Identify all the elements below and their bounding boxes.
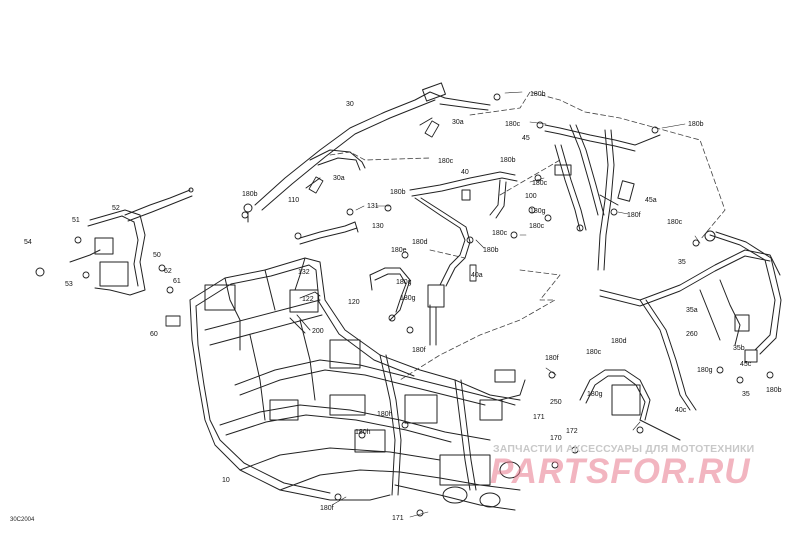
callout-40c: 40c <box>675 407 687 414</box>
callout-180e: 180e <box>391 247 407 254</box>
callout-180b: 180b <box>530 91 546 98</box>
callout-60: 60 <box>150 331 158 338</box>
callout-180a: 180c <box>586 349 602 356</box>
callout-62: 62 <box>164 268 172 275</box>
callout-50: 50 <box>153 252 161 259</box>
callout-180b: 180b <box>500 157 516 164</box>
callout-180b: 180b <box>688 121 704 128</box>
callout-180c: 180c <box>667 219 683 226</box>
callout-122: 122 <box>302 296 314 303</box>
callout-180g: 180g <box>697 367 713 374</box>
callout-200: 200 <box>312 328 324 335</box>
callout-52: 52 <box>112 205 120 212</box>
callout-45c: 35 <box>742 391 750 398</box>
rear-cage-45 <box>544 124 661 271</box>
callout-180c: 180c <box>529 223 545 230</box>
drawing-code: 30C2004 <box>10 517 35 523</box>
callout-61: 61 <box>173 278 181 285</box>
callout-180b: 180b <box>242 191 258 198</box>
callout-110: 110 <box>288 197 299 204</box>
callout-260: 260 <box>686 331 698 338</box>
callout-35: 35 <box>678 259 686 266</box>
side-bar-120 <box>369 267 411 321</box>
callout-40a: 40a <box>471 272 483 279</box>
callout-35b: 35b <box>733 345 745 352</box>
callout-45: 45 <box>522 135 530 142</box>
callout-250: 250 <box>550 399 562 406</box>
callout-180f: 180f <box>320 505 334 512</box>
callout-180d: 180d <box>412 239 428 246</box>
callout-180g: 180g <box>396 279 412 286</box>
callout-180c: 180c <box>492 230 508 237</box>
callout-30a: 30a <box>452 119 464 126</box>
center-cage-40 <box>409 171 518 346</box>
callout-180b: 180b <box>483 247 499 254</box>
callout-labels: 30 30a 30a 180b 180c 45 180b 180c 180b 4… <box>24 91 782 522</box>
watermark-logo: PARTSFOR.RU <box>490 452 751 491</box>
callout-132: 132 <box>298 269 310 276</box>
callout-170: 170 <box>550 435 562 442</box>
callout-53: 53 <box>65 281 73 288</box>
callout-131: 131 <box>367 203 379 210</box>
leader-lines <box>331 91 701 518</box>
callout-171: 171 <box>533 414 545 421</box>
door-bar-130 <box>299 221 359 245</box>
callout-40: 40 <box>461 169 469 176</box>
callout-54: 54 <box>24 239 32 246</box>
callout-180b: 180b <box>766 387 782 394</box>
callout-180f: 180f <box>412 347 426 354</box>
callout-180h: 180h <box>377 411 393 418</box>
callout-180g: 180g <box>400 295 416 302</box>
callout-180c: 180c <box>505 121 521 128</box>
callout-180g: 180g <box>587 391 603 398</box>
callout-180f: 180f <box>545 355 559 362</box>
callout-45a: 45a <box>645 197 657 204</box>
callout-180d: 180d <box>611 338 627 345</box>
callout-30: 30 <box>346 101 354 108</box>
callout-130: 130 <box>372 223 384 230</box>
callout-35a: 35a <box>686 307 698 314</box>
assembly-guide-lines <box>329 91 726 381</box>
callout-171: 171 <box>392 515 404 522</box>
callout-180c: 180c <box>438 158 454 165</box>
front-bracket-50 <box>35 187 194 296</box>
fasteners <box>74 93 774 517</box>
grab-bar-250 <box>579 369 681 441</box>
callout-120: 120 <box>348 299 360 306</box>
main-frame-10 <box>189 257 526 511</box>
rear-side-cage-35 <box>599 230 782 411</box>
callout-100: 100 <box>525 193 537 200</box>
roll-cage-upper-bar <box>243 82 491 223</box>
callout-180f: 180f <box>627 212 641 219</box>
callout-51: 51 <box>72 217 80 224</box>
callout-180b: 180b <box>390 189 406 196</box>
callout-10: 10 <box>222 477 230 484</box>
watermark-tagline: ЗАПЧАСТИ И АКСЕССУАРЫ ДЛЯ МОТОТЕХНИКИ <box>493 443 755 455</box>
callout-180c: 45c <box>740 361 752 368</box>
callout-30a: 30a <box>333 175 345 182</box>
callout-180c: 180c <box>532 180 548 187</box>
callout-172: 172 <box>566 428 578 435</box>
callout-180g: 180g <box>530 208 546 215</box>
callout-180h: 180h <box>355 429 371 436</box>
